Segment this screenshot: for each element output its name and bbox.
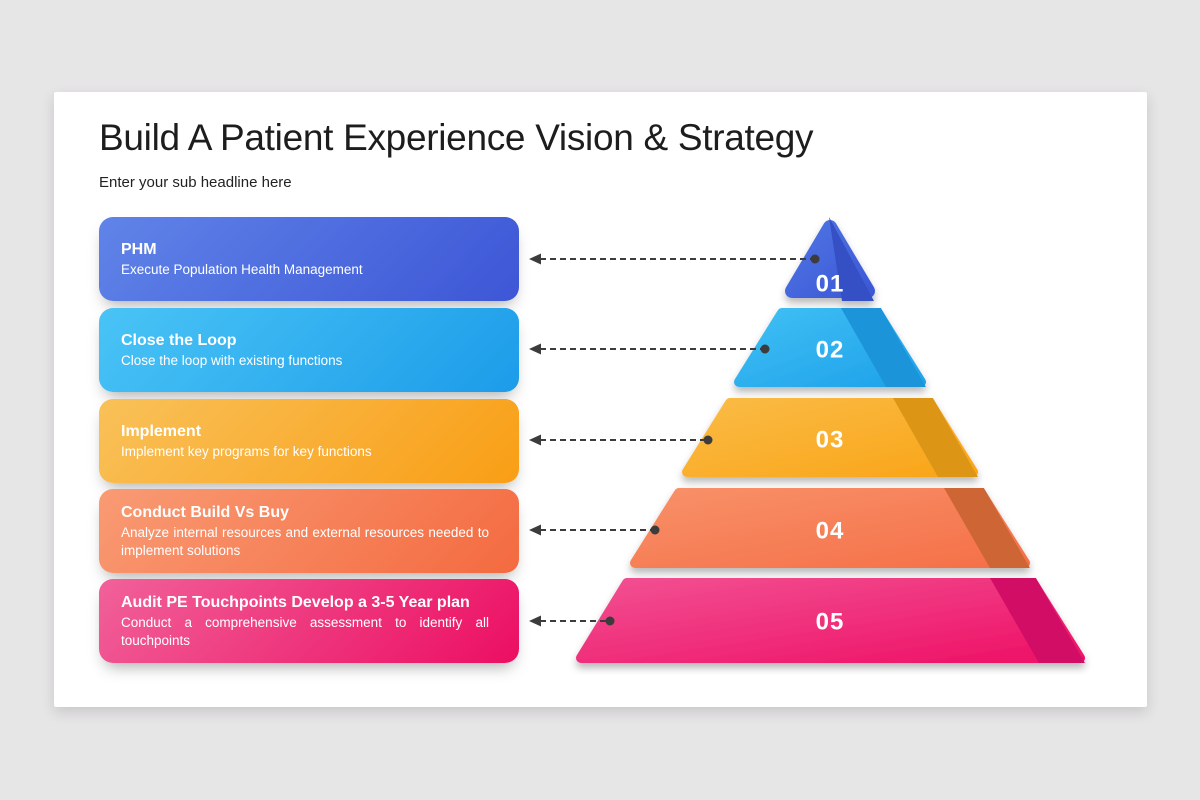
connector-dot bbox=[650, 525, 660, 535]
step-title: Close the Loop bbox=[121, 331, 237, 349]
slide-card: Build A Patient Experience Vision & Stra… bbox=[54, 92, 1147, 707]
step-card-04: Conduct Build Vs Buy Analyze internal re… bbox=[99, 489, 519, 573]
connector-05 bbox=[529, 615, 615, 627]
tier-fold-shade bbox=[990, 578, 1085, 663]
connector-02 bbox=[529, 343, 770, 355]
step-title: Audit PE Touchpoints Develop a 3-5 Year … bbox=[121, 593, 470, 611]
connector-dot bbox=[703, 435, 713, 445]
tier-fold-shade bbox=[944, 488, 1030, 568]
connector-03 bbox=[529, 434, 713, 446]
pyramid-diagram: 01 02 03 04 bbox=[529, 217, 1085, 663]
tier-number-04: 04 bbox=[816, 518, 845, 545]
connector-arrow-icon bbox=[529, 253, 541, 265]
step-card-02: Close the Loop Close the loop with exist… bbox=[99, 308, 519, 392]
step-description: Implement key programs for key functions bbox=[121, 443, 372, 459]
step-description: Execute Population Health Management bbox=[121, 261, 363, 277]
tier-number-01: 01 bbox=[816, 271, 845, 298]
tier-fold-shade bbox=[841, 308, 926, 387]
connector-01 bbox=[529, 253, 820, 265]
step-description: Analyze internal resources and external … bbox=[121, 524, 489, 558]
step-card-01: PHM Execute Population Health Management bbox=[99, 217, 519, 301]
tier-number-05: 05 bbox=[816, 609, 845, 636]
connector-dot bbox=[605, 616, 615, 626]
tier-number-02: 02 bbox=[816, 337, 845, 364]
pyramid-tier-02: 02 bbox=[734, 308, 926, 387]
step-description: Close the loop with existing functions bbox=[121, 352, 343, 368]
step-description: Conduct a comprehensive assessment to id… bbox=[121, 614, 489, 648]
connector-arrow-icon bbox=[529, 343, 541, 355]
pyramid-tier-05: 05 bbox=[576, 578, 1085, 663]
step-title: Conduct Build Vs Buy bbox=[121, 503, 289, 521]
tier-fold-shade bbox=[893, 398, 978, 477]
pyramid-tier-03: 03 bbox=[682, 398, 978, 477]
connector-arrow-icon bbox=[529, 615, 541, 627]
step-card-03: Implement Implement key programs for key… bbox=[99, 399, 519, 483]
page-subtitle: Enter your sub headline here bbox=[99, 174, 292, 191]
connector-04 bbox=[529, 524, 660, 536]
connector-dot bbox=[810, 254, 820, 264]
tier-number-03: 03 bbox=[816, 427, 845, 454]
connector-dot bbox=[760, 344, 770, 354]
connector-arrow-icon bbox=[529, 524, 541, 536]
step-title: PHM bbox=[121, 240, 157, 258]
step-card-05: Audit PE Touchpoints Develop a 3-5 Year … bbox=[99, 579, 519, 663]
page-title: Build A Patient Experience Vision & Stra… bbox=[99, 117, 814, 158]
pyramid-tier-04: 04 bbox=[630, 488, 1030, 568]
step-title: Implement bbox=[121, 422, 202, 440]
connector-arrow-icon bbox=[529, 434, 541, 446]
tier-fold-shade bbox=[829, 217, 874, 301]
